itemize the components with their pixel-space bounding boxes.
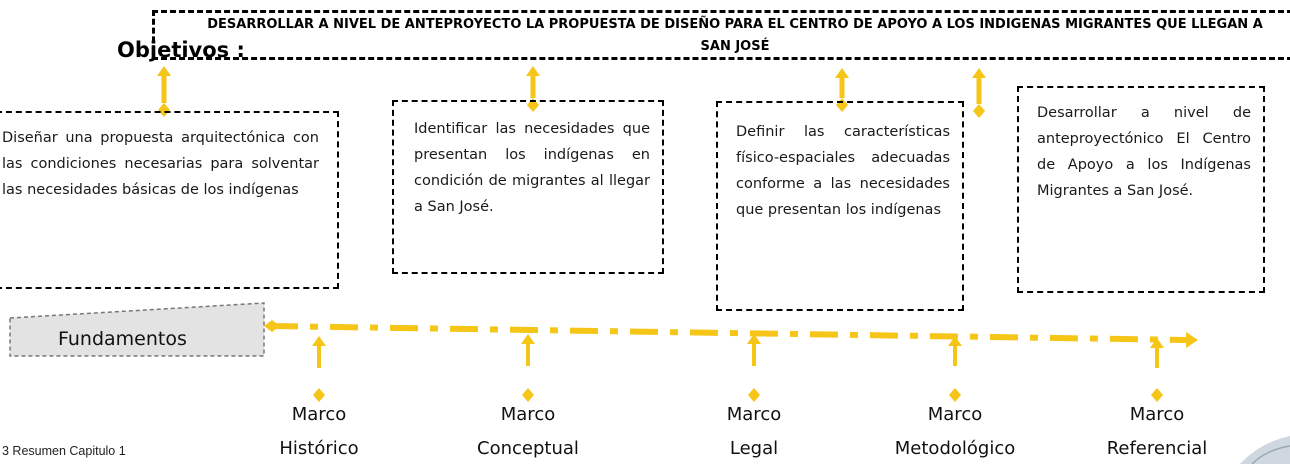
objective-text-4: Desarrollar a nivel de anteproyectónico …: [1037, 105, 1251, 199]
marco-conceptual-line2: Conceptual: [477, 438, 579, 459]
marco-historico-line1: Marco: [291, 404, 347, 425]
general-objective-box: [152, 10, 1290, 60]
marco-legal-line1: Marco: [726, 404, 782, 425]
marco-connectors: [312, 334, 1164, 402]
marco-historico: Marco Histórico: [244, 398, 394, 466]
fundamentos-shape: [9, 302, 265, 357]
general-objective-text: DESARROLLAR A NIVEL DE ANTEPROYECTO LA P…: [207, 17, 1263, 54]
objective-box-2: Identificar las necesidades que presenta…: [392, 100, 664, 274]
marco-conceptual: Marco Conceptual: [453, 398, 603, 466]
fundamentos-label: Fundamentos: [58, 328, 187, 350]
figure-caption: 3 Resumen Capitulo 1: [2, 444, 126, 458]
marco-metodologico-line1: Marco: [927, 404, 983, 425]
marco-referencial-line1: Marco: [1129, 404, 1185, 425]
objective-text-1: Diseñar una propuesta arquitectónica con…: [2, 130, 319, 198]
fundamentos-timeline: [264, 320, 1198, 348]
marco-referencial-line2: Referencial: [1106, 438, 1208, 459]
marco-legal: Marco Legal: [679, 398, 829, 466]
objective-box-1: Diseñar una propuesta arquitectónica con…: [0, 111, 339, 289]
objective-box-4: Desarrollar a nivel de anteproyectónico …: [1017, 86, 1265, 293]
marco-conceptual-line1: Marco: [500, 404, 556, 425]
marco-referencial: Marco Referencial: [1082, 398, 1232, 466]
marco-legal-line2: Legal: [729, 438, 779, 459]
objective-text-2: Identificar las necesidades que presenta…: [414, 121, 650, 215]
corner-logo-icon: [1240, 436, 1290, 464]
objective-box-3: Definir las características físico-espac…: [716, 101, 964, 311]
objective-text-3: Definir las características físico-espac…: [736, 124, 950, 218]
marco-historico-line2: Histórico: [279, 438, 359, 459]
marco-metodologico-line2: Metodológico: [894, 438, 1016, 459]
marco-metodologico: Marco Metodológico: [880, 398, 1030, 466]
